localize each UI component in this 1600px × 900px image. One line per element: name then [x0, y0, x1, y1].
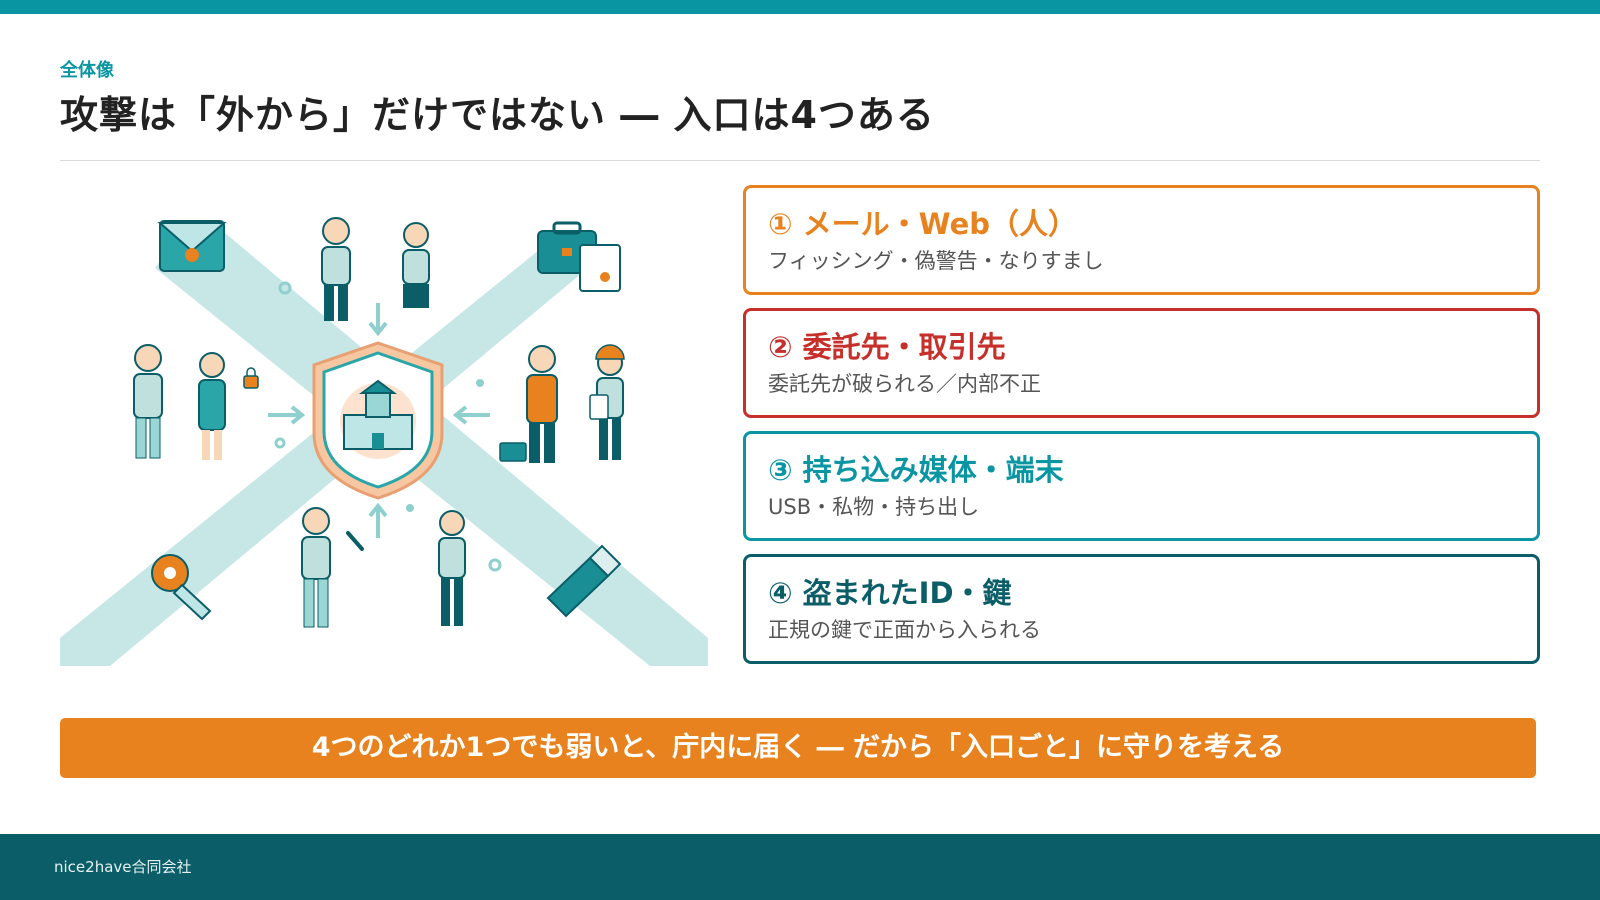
envelope-icon	[157, 220, 227, 272]
staff-figure-left	[198, 352, 226, 460]
clipboard-icon	[589, 394, 609, 420]
briefcase-icon	[537, 221, 621, 292]
key-message-banner: 4つのどれか1つでも弱いと、庁内に届く ― だから「入口ごと」に守りを考える	[60, 718, 1536, 778]
wrench-icon	[346, 531, 364, 551]
worker-figure-top-left	[321, 217, 351, 321]
office-worker-figure-top	[402, 222, 430, 308]
entry-card-title: ② 委託先・取引先	[768, 330, 1006, 364]
illustration-svg	[60, 217, 708, 666]
title-divider	[60, 160, 1540, 161]
entry-card-title: ③ 持ち込み媒体・端末	[768, 453, 1064, 487]
key-icon	[151, 554, 212, 621]
entry-card-stolen-credentials: ④ 盗まれたID・鍵 正規の鍵で正面から入られる	[743, 554, 1540, 664]
entry-points-illustration	[60, 193, 708, 666]
entry-point-list: ① メール・Web（人） フィッシング・偽警告・なりすまし ② 委託先・取引先 …	[743, 185, 1540, 677]
entry-card-email-web: ① メール・Web（人） フィッシング・偽警告・なりすまし	[743, 185, 1540, 295]
shield-building-icon	[312, 341, 444, 500]
lock-icon	[243, 367, 259, 389]
usb-icon	[546, 544, 622, 618]
section-eyebrow: 全体像	[60, 60, 114, 81]
mechanic-figure-bottom	[301, 507, 331, 628]
entry-card-subtitle: フィッシング・偽警告・なりすまし	[768, 249, 1104, 273]
safety-vest-worker-figure	[526, 345, 558, 463]
entry-card-title: ① メール・Web（人）	[768, 207, 1078, 241]
entry-card-subtitle: 委託先が破られる／内部不正	[768, 372, 1041, 396]
entry-card-subtitle: 正規の鍵で正面から入られる	[768, 618, 1041, 642]
toolbox-icon	[499, 442, 527, 462]
inbound-arrows	[268, 303, 490, 538]
worker-figure-left	[133, 344, 163, 459]
footer-company-name: nice2have合同会社	[54, 858, 192, 876]
tablet-worker-figure-bottom	[438, 510, 466, 626]
entry-card-title: ④ 盗まれたID・鍵	[768, 576, 1012, 610]
footer-bar: nice2have合同会社	[0, 834, 1600, 900]
top-accent-bar	[0, 0, 1600, 14]
entry-card-contractors: ② 委託先・取引先 委託先が破られる／内部不正	[743, 308, 1540, 418]
page-title: 攻撃は「外から」だけではない ― 入口は4つある	[60, 93, 935, 137]
entry-card-media-devices: ③ 持ち込み媒体・端末 USB・私物・持ち出し	[743, 431, 1540, 541]
entry-card-subtitle: USB・私物・持ち出し	[768, 495, 980, 519]
